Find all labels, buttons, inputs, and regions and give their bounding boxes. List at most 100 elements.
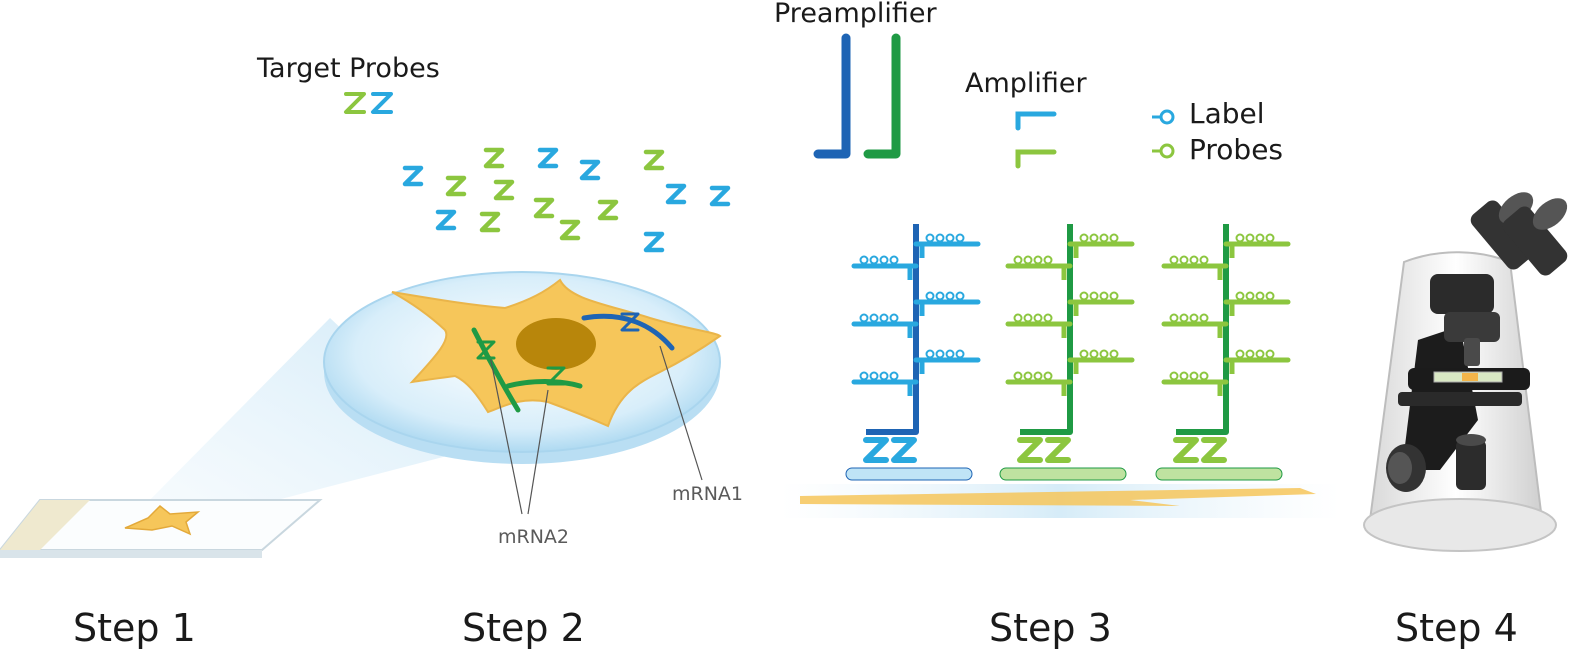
label-probe-icon <box>1189 371 1199 381</box>
label-probe-icon <box>859 371 869 381</box>
mrna2-label: mRNA2 <box>498 526 570 548</box>
label-probe-icon <box>1169 313 1179 323</box>
label-probe-icon <box>1179 255 1189 265</box>
label-probe-icon <box>1179 313 1189 323</box>
label-probe-icon <box>889 313 899 323</box>
tissue-strip <box>800 488 1316 506</box>
label-probe-icon <box>1245 349 1255 359</box>
z-probe-icon <box>537 147 559 169</box>
label-probe-icon <box>1099 291 1109 301</box>
label-probe-icon <box>935 291 945 301</box>
label-probe-icon <box>1023 255 1033 265</box>
legend-label-text: Label <box>1189 97 1265 130</box>
label-probe-icon <box>869 313 879 323</box>
label-probe-icon <box>1109 349 1119 359</box>
mrna1-strand <box>581 313 675 351</box>
label-probe-icon <box>955 349 965 359</box>
step-1-label: Step 1 <box>73 606 196 650</box>
microscope <box>1363 192 1568 552</box>
z-probe-icon <box>479 211 501 233</box>
objective-lens <box>1464 338 1480 366</box>
label-probe-icon <box>859 313 869 323</box>
label-probe-icon <box>925 349 935 359</box>
label-probe-icon <box>1169 371 1179 381</box>
label-probe-icon <box>1235 233 1245 243</box>
label-probe-icon <box>1023 313 1033 323</box>
label-probe-icon <box>1033 255 1043 265</box>
z-probe-icon <box>1045 437 1071 463</box>
label-probe-icon <box>1043 255 1053 265</box>
label-probe-icon <box>1043 371 1053 381</box>
mrna2-strand-a <box>471 327 521 413</box>
eyepiece-right <box>1502 198 1568 276</box>
label-probe-icon <box>1245 291 1255 301</box>
label-probe-icon <box>1089 349 1099 359</box>
label-probe-green-icon <box>1152 143 1175 159</box>
z-probe-icon <box>863 437 889 463</box>
z-probe-icon <box>546 366 566 386</box>
mrna1-pointer <box>659 345 703 481</box>
label-probe-icon <box>1255 349 1265 359</box>
label-probe-icon <box>945 233 955 243</box>
z-probe-icon <box>445 175 467 197</box>
label-probe-icon <box>1235 349 1245 359</box>
z-probe-icon <box>643 231 665 253</box>
amplifier-blue-icon <box>1015 111 1057 131</box>
step-2-label: Step 2 <box>462 606 585 650</box>
label-probe-icon <box>1109 291 1119 301</box>
amplifier-label: Amplifier <box>965 68 1087 99</box>
label-probe-icon <box>1033 313 1043 323</box>
amplification-trees <box>845 224 1291 481</box>
mrna-bar <box>999 467 1127 481</box>
label-probe-icon <box>869 371 879 381</box>
z-probe-icon <box>891 437 917 463</box>
z-probe-icon <box>597 199 619 221</box>
label-probe-icon <box>945 349 955 359</box>
label-probe-icon <box>1043 313 1053 323</box>
target-probes-label: Target Probes <box>257 53 440 84</box>
z-probe-icon <box>665 183 687 205</box>
preamplifier-label: Preamplifier <box>774 0 937 29</box>
label-probe-icon <box>1255 291 1265 301</box>
lamp-top <box>1456 434 1486 446</box>
label-probe-icon <box>879 255 889 265</box>
stage-slide-sample <box>1462 373 1478 381</box>
label-probe-icon <box>1199 371 1209 381</box>
label-probe-icon <box>889 255 899 265</box>
label-probe-icon <box>1013 371 1023 381</box>
z-probe-icon <box>483 147 505 169</box>
z-probe-icon <box>1201 437 1227 463</box>
z-probe-icon <box>1173 437 1199 463</box>
label-probe-icon <box>935 233 945 243</box>
label-probe-icon <box>1199 313 1209 323</box>
preamplifier-green-icon <box>863 33 901 159</box>
z-probe-icon <box>344 92 366 114</box>
bound-probes-on-cell <box>476 312 640 386</box>
label-probe-icon <box>1169 255 1179 265</box>
z-probe-icon <box>402 165 424 187</box>
label-probe-icon <box>1013 255 1023 265</box>
lamp-housing <box>1456 440 1486 490</box>
label-probe-icon <box>945 291 955 301</box>
objective-turret <box>1444 312 1500 342</box>
label-probe-icon <box>1265 233 1275 243</box>
label-probe-icon <box>925 233 935 243</box>
label-probe-icon <box>879 371 889 381</box>
label-probe-icon <box>1189 313 1199 323</box>
z-probe-icon <box>371 92 393 114</box>
label-probe-icon <box>1013 313 1023 323</box>
mrna2-pointer-a <box>489 355 523 515</box>
z-probe-icon <box>1017 437 1043 463</box>
label-probe-icon <box>1079 291 1089 301</box>
step3-legend <box>813 33 1175 169</box>
label-probe-icon <box>1099 349 1109 359</box>
step2-dish <box>323 271 722 515</box>
label-probe-icon <box>869 255 879 265</box>
z-probe-icon <box>579 159 601 181</box>
label-probe-icon <box>1089 291 1099 301</box>
label-probe-icon <box>1189 255 1199 265</box>
z-probe-icon <box>435 209 457 231</box>
mrna1-label: mRNA1 <box>672 483 744 505</box>
preamplifier-trunk <box>1176 224 1229 435</box>
